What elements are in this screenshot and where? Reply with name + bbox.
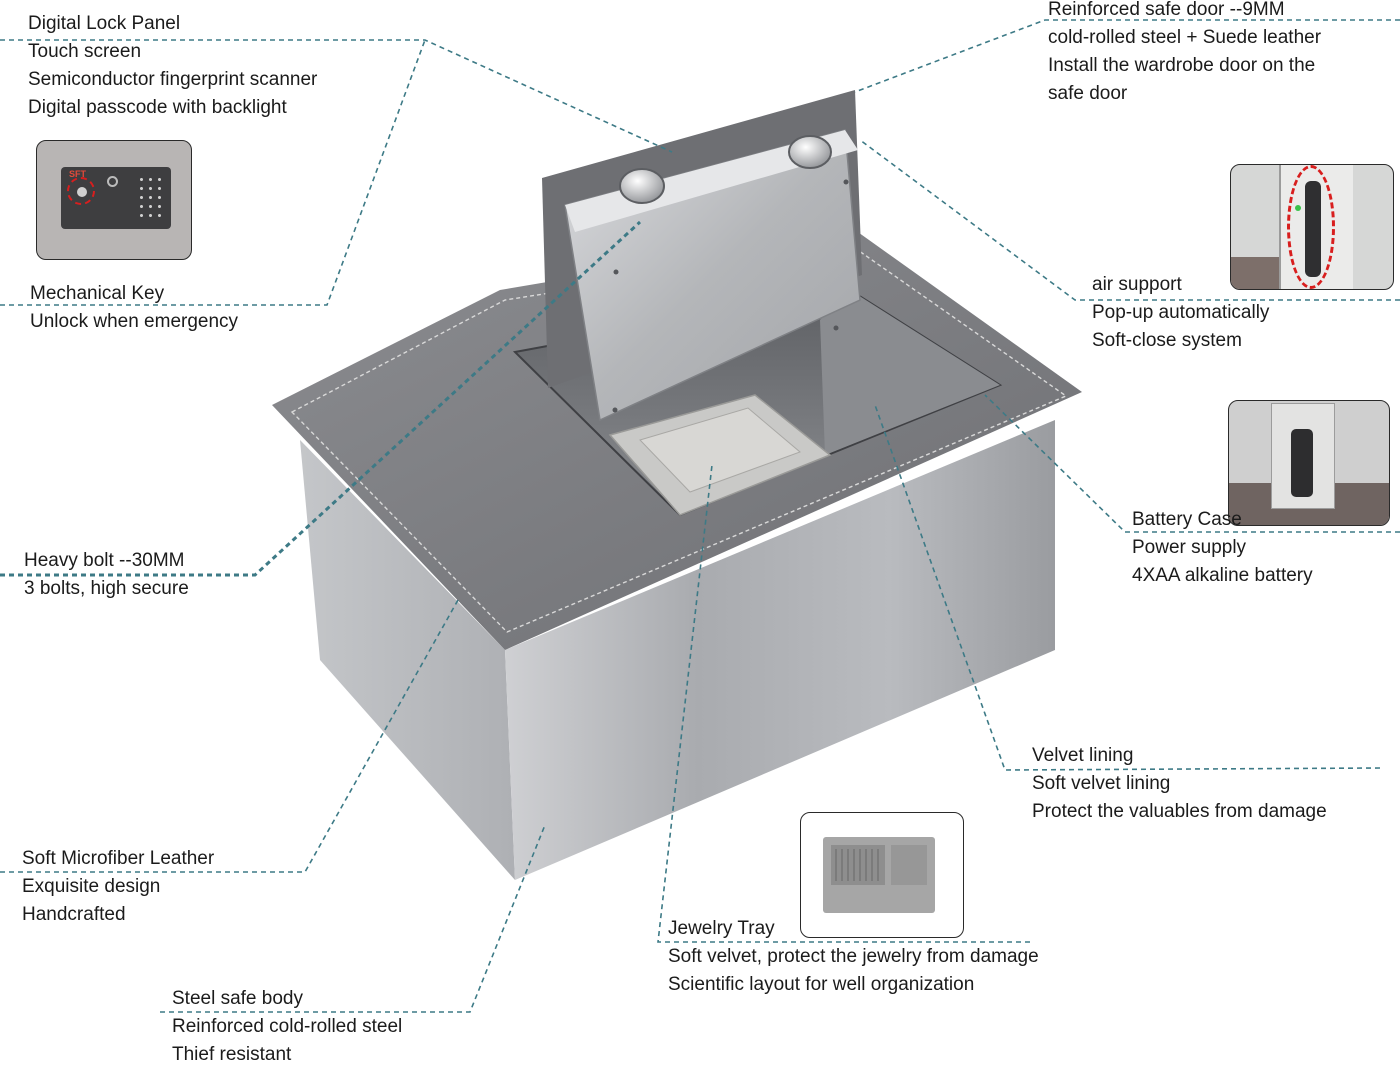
callout-title: Velvet lining	[1032, 745, 1134, 766]
leather-stitch	[290, 245, 1068, 633]
battery-case-inset	[1228, 400, 1390, 526]
safe-front-face	[300, 440, 515, 880]
lid-screw	[612, 407, 618, 413]
callout-steel-body: Steel safe body Reinforced cold-rolled s…	[172, 985, 402, 1069]
callout-microfiber-leather: Soft Microfiber Leather Exquisite design…	[22, 845, 214, 929]
callout-line: Soft-close system	[1092, 330, 1242, 351]
callout-title: Soft Microfiber Leather	[22, 848, 215, 869]
callout-mechanical-key: Mechanical Key Unlock when emergency	[30, 280, 238, 336]
callout-line: Pop-up automatically	[1092, 302, 1270, 323]
lid-screw	[613, 269, 619, 275]
lid-bolt-button	[788, 135, 832, 169]
callout-title: Mechanical Key	[30, 283, 165, 304]
callout-heavy-bolt: Heavy bolt --30MM 3 bolts, high secure	[24, 547, 189, 603]
callout-title: Jewelry Tray	[668, 918, 775, 939]
callout-title: Heavy bolt --30MM	[24, 550, 185, 571]
inset-floor	[1231, 257, 1279, 289]
safe-front-panel	[505, 420, 1055, 880]
callout-line: 4XAA alkaline battery	[1132, 565, 1313, 586]
callout-velvet-lining: Velvet lining Soft velvet lining Protect…	[1032, 742, 1327, 826]
callout-line: Reinforced cold-rolled steel	[172, 1016, 403, 1037]
callout-line: Semiconductor fingerprint scanner	[28, 69, 318, 90]
lock-brand-label: SFT	[69, 169, 86, 179]
callout-title: Steel safe body	[172, 988, 303, 1009]
lid-screw	[843, 179, 849, 185]
callout-line: Power supply	[1132, 537, 1247, 558]
callout-line: Soft velvet, protect the jewelry from da…	[668, 946, 1039, 967]
callout-safe-door: Reinforced safe door --9MM cold-rolled s…	[1048, 0, 1321, 108]
callout-title: Reinforced safe door --9MM	[1048, 0, 1285, 20]
callout-line: Soft velvet lining	[1032, 773, 1171, 794]
callout-line: 3 bolts, high secure	[24, 578, 189, 599]
tray-inner	[639, 407, 801, 493]
leader-lines	[0, 19, 1400, 1013]
lid-bolt-button	[619, 168, 665, 204]
tray-compartment-small	[891, 845, 927, 885]
lock-panel-inset: SFT	[36, 140, 192, 260]
inset-status-dot	[1295, 205, 1301, 211]
air-support-inset	[1230, 164, 1394, 290]
callout-line: Protect the valuables from damage	[1032, 801, 1327, 822]
callout-line: Handcrafted	[22, 904, 126, 925]
cavity-right-wall	[820, 290, 1000, 455]
jewelry-tray-inset	[800, 812, 964, 938]
callout-air-support: air support Pop-up automatically Soft-cl…	[1092, 271, 1269, 355]
battery-compartment-icon	[1291, 429, 1313, 497]
callout-line: Touch screen	[28, 41, 142, 62]
keypad-icon	[137, 175, 163, 221]
lid-top-edge	[565, 130, 858, 232]
callout-line: Thief resistant	[172, 1044, 292, 1065]
callout-title: air support	[1092, 274, 1182, 295]
callout-battery-case: Battery Case Power supply 4XAA alkaline …	[1132, 506, 1313, 590]
key-lock-icon	[107, 176, 118, 187]
callout-jewelry-tray: Jewelry Tray Soft velvet, protect the je…	[668, 915, 1039, 999]
highlight-circle	[67, 177, 95, 205]
callout-line: Scientific layout for well organization	[668, 974, 975, 995]
callout-line: cold-rolled steel + Suede leather	[1048, 27, 1322, 48]
callout-digital-lock: Digital Lock Panel Touch screen Semicond…	[28, 10, 317, 122]
callout-line: Install the wardrobe door on the	[1048, 55, 1316, 76]
highlight-ellipse	[1287, 165, 1335, 289]
callout-title: Digital Lock Panel	[28, 13, 181, 34]
tray-ring-slots	[835, 849, 881, 881]
lid-screw	[833, 325, 839, 331]
callout-line: Unlock when emergency	[30, 311, 239, 332]
callout-line: Digital passcode with backlight	[28, 97, 287, 118]
callout-line: safe door	[1048, 83, 1128, 104]
callout-line: Exquisite design	[22, 876, 161, 897]
callout-title: Battery Case	[1132, 509, 1242, 530]
